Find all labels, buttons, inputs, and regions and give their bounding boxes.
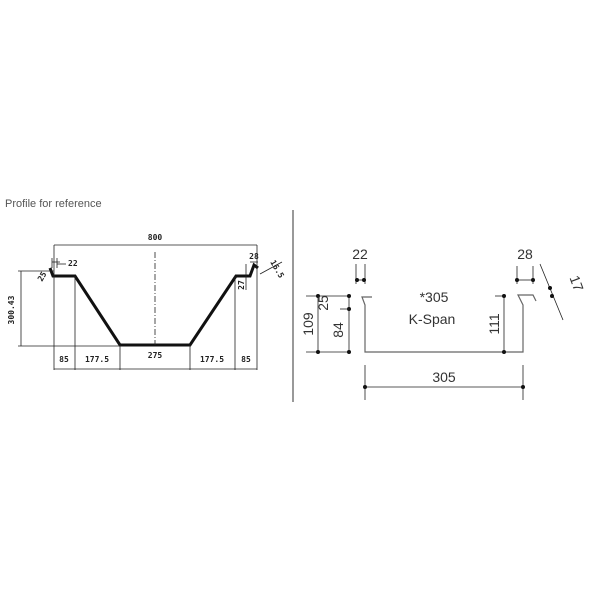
profile-name-line1: *305 (420, 289, 449, 305)
dim-bottom-3: 275 (148, 351, 163, 360)
dim-bottom-1: 85 (59, 355, 69, 364)
profile-name-line2: K-Span (409, 311, 456, 327)
right-profile-drawing: 22 28 17 109 25 84 111 *305 K-Span 305 (300, 246, 587, 400)
dim-800: 800 (148, 233, 163, 242)
dim-width: 305 (432, 369, 456, 385)
dim-slant: 17 (567, 273, 587, 293)
dim-bottom-5: 85 (241, 355, 251, 364)
dim-lip-height: 25 (315, 295, 331, 311)
trapezoid-profile (48, 262, 259, 347)
dim-total-height: 109 (300, 312, 316, 336)
dim-right-height: 111 (486, 313, 502, 334)
dim-right-lip-height: 27 (237, 280, 246, 290)
k-span-profile (361, 294, 537, 353)
dim-right-lip-slant: 16.5 (268, 259, 286, 280)
dim-right-lip-width: 28 (249, 252, 259, 261)
dim-left-lip-width: 22 (352, 246, 368, 262)
dim-bottom-2: 177.5 (85, 355, 109, 364)
dim-left-lip-width: 22 (68, 259, 78, 268)
left-profile-drawing: 800 300.43 22 25 28 16.5 27 85 177.5 275… (7, 233, 286, 370)
dim-wall-height: 84 (330, 322, 346, 338)
dim-height: 300.43 (7, 295, 16, 324)
dim-right-lip-width: 28 (517, 246, 533, 262)
caption: Profile for reference (5, 198, 102, 210)
dim-left-lip-height: 25 (36, 270, 49, 283)
dim-bottom-4: 177.5 (200, 355, 224, 364)
